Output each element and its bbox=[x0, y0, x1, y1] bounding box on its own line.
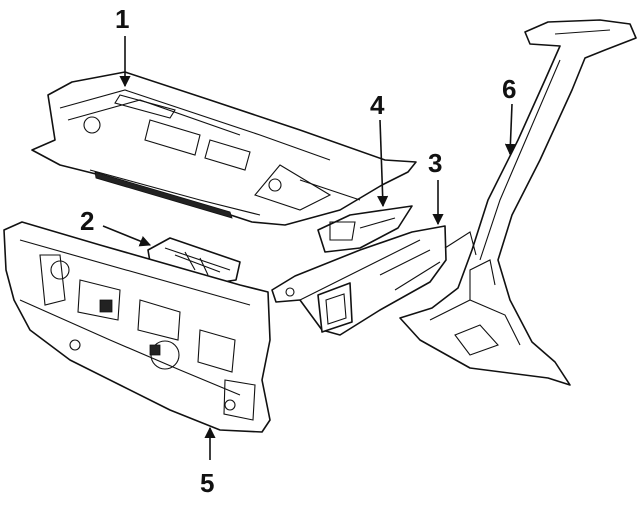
callout-1: 1 bbox=[115, 4, 130, 34]
part-5-dash-panel bbox=[3, 221, 271, 433]
callout-3: 3 bbox=[428, 148, 443, 178]
part-4-reinforcement bbox=[317, 205, 413, 253]
callout-6: 6 bbox=[502, 74, 517, 104]
callout-2: 2 bbox=[80, 206, 95, 236]
leader-2 bbox=[102, 225, 152, 247]
part-1-cowl-panel bbox=[31, 71, 417, 226]
part-6-pillar bbox=[399, 19, 637, 386]
callout-5: 5 bbox=[200, 468, 215, 498]
callout-4: 4 bbox=[370, 90, 385, 120]
part-3-side-member bbox=[271, 225, 447, 336]
leader-4 bbox=[377, 119, 389, 208]
leader-6 bbox=[504, 103, 516, 156]
